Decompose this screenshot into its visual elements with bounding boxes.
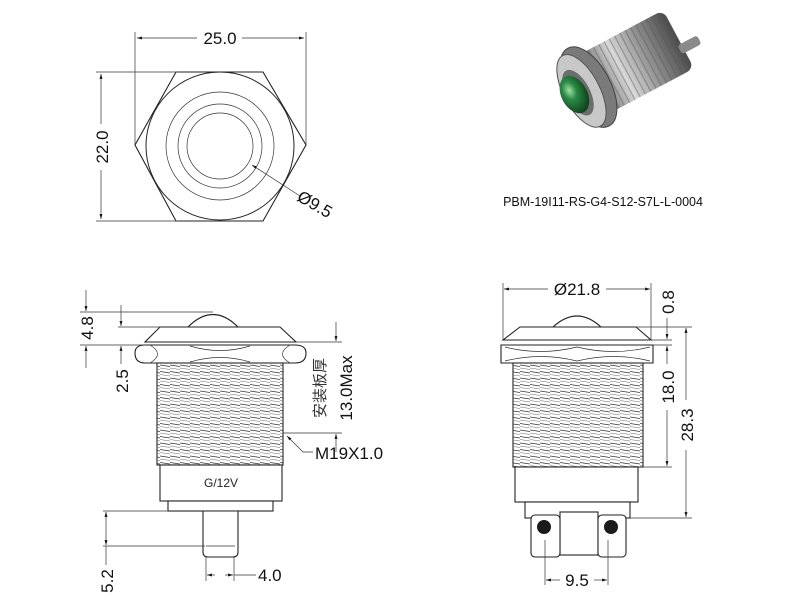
dim-pin-width: 4.0 — [258, 566, 282, 585]
front-view: Ø21.8 0.8 18.0 28.3 9.5 — [500, 280, 697, 590]
terminal — [678, 36, 701, 54]
dim-bezel-height: 4.8 — [78, 316, 97, 340]
dim-bezel-edge: 0.8 — [659, 290, 678, 314]
nut — [134, 344, 307, 364]
lens-dome — [186, 313, 240, 328]
label-band — [514, 466, 639, 503]
leader-line — [251, 164, 301, 197]
thread-spec: M19X1.0 — [315, 444, 383, 463]
panel-thickness-label: 安装板厚 — [311, 358, 329, 418]
dim-width-across-corners: 25.0 — [203, 29, 236, 48]
pin-terminal — [202, 510, 239, 558]
green-lens-dome — [559, 75, 590, 114]
bezel-flange — [501, 326, 653, 341]
base — [167, 500, 274, 512]
nut — [500, 344, 654, 364]
terminal-hole — [537, 520, 551, 534]
terminal-hole — [604, 520, 618, 534]
dim-total-length: 28.3 — [678, 408, 697, 441]
top-view: 25.0 22.0 Ø9.5 — [93, 29, 335, 222]
lens-inner — [186, 112, 254, 180]
dim-lens-diameter: Ø9.5 — [294, 187, 335, 222]
leader-line — [286, 435, 313, 453]
band-label: G/12V — [204, 476, 238, 490]
dim-panel-thickness: 13.0Max — [337, 355, 356, 421]
bezel-flange — [143, 326, 298, 343]
dim-width-across-flats: 22.0 — [93, 130, 112, 163]
hex-nut-outline — [134, 71, 307, 222]
nut-facets — [149, 344, 291, 364]
lens-dome — [551, 315, 603, 328]
dim-thread-length: 18.0 — [659, 370, 678, 403]
dim-pin-length: 5.2 — [98, 569, 117, 593]
side-view: G/12V 4.8 2.5 安装板厚 13.0Max M19X1.0 5.2 — [78, 290, 383, 593]
dim-nut-thickness: 2.5 — [113, 369, 132, 393]
nut-facets — [504, 346, 651, 362]
dim-bezel-diameter: Ø21.8 — [554, 280, 600, 299]
lens-ring — [177, 103, 263, 189]
product-photo — [556, 12, 701, 128]
lens-ring-outer — [165, 91, 275, 201]
center-block — [559, 511, 599, 556]
dim-terminal-spacing: 9.5 — [565, 571, 589, 590]
bezel-circle — [145, 71, 295, 221]
part-number: PBM-19I11-RS-G4-S12-S7L-L-0004 — [503, 195, 703, 209]
